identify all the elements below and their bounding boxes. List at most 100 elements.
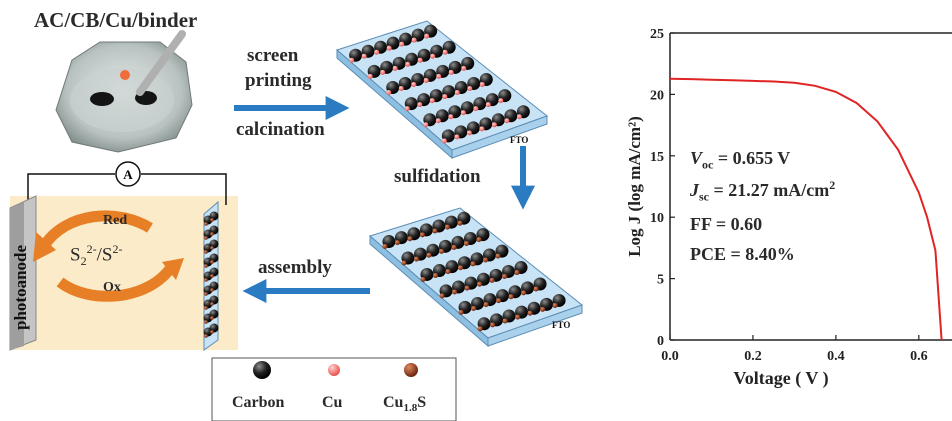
plate2-small-particle	[438, 248, 444, 254]
electrode-cus-particle	[204, 292, 208, 296]
plate1-small-particle	[466, 130, 472, 136]
cell-schematic: A photoanode	[9, 161, 238, 351]
plate1-small-particle	[404, 106, 410, 112]
black-paste-left	[90, 92, 114, 106]
plate1-small-particle	[367, 73, 373, 79]
plate1-small-particle	[461, 65, 467, 71]
x-tick-label: 0.0	[661, 349, 679, 364]
legend-carbon-label: Carbon	[232, 394, 285, 411]
plate2-small-particle	[552, 302, 558, 308]
plate2-small-particle	[401, 260, 407, 266]
plate2-small-particle	[471, 305, 477, 311]
plate2-small-particle	[496, 298, 502, 304]
electrode-cus-particle	[210, 218, 214, 222]
plate2-small-particle	[445, 269, 451, 275]
plate1-small-particle	[411, 81, 417, 87]
copper-powder	[120, 70, 130, 80]
legend-cu-marker	[328, 364, 340, 376]
plate2-small-particle	[419, 232, 425, 238]
step-printing-label: printing	[245, 70, 312, 91]
photoanode-label: photoanode	[11, 245, 30, 330]
plate2-small-particle	[407, 236, 413, 242]
plate2-small-particle	[489, 277, 495, 283]
plate2-small-particle	[451, 244, 457, 250]
plate2-small-particle	[444, 224, 450, 230]
plate1-small-particle	[386, 90, 392, 96]
plate1-small-particle	[429, 98, 435, 104]
plate2-small-particle	[394, 240, 400, 246]
plate2-small-particle	[439, 293, 445, 299]
plate1-small-particle	[448, 114, 454, 120]
red-label: Red	[103, 213, 128, 228]
plate1-small-particle	[454, 134, 460, 140]
plate1-small-particle	[460, 110, 466, 116]
electrode-cus-particle	[204, 278, 208, 282]
plate1-small-particle	[441, 138, 447, 144]
plate1-small-particle	[473, 106, 479, 112]
x-tick-label: 0.2	[744, 349, 762, 364]
plate1-small-particle	[392, 65, 398, 71]
plate2-small-particle	[490, 322, 496, 328]
plate2-small-particle	[521, 290, 527, 296]
plate2-small-particle	[508, 294, 514, 300]
legend-carbon-marker	[253, 361, 271, 379]
plate1-small-particle	[436, 73, 442, 79]
step-sulfidation-label: sulfidation	[394, 166, 481, 187]
electrode-cus-particle	[210, 246, 214, 250]
plate1-small-particle	[442, 94, 448, 100]
legend-cu-label: Cu	[322, 394, 343, 411]
y-tick-label: 25	[650, 27, 664, 42]
plate2-small-particle	[477, 281, 483, 287]
plate1-small-particle	[504, 118, 510, 124]
ox-label: Ox	[103, 280, 121, 295]
plate1-small-particle	[448, 69, 454, 75]
plate2-small-particle	[514, 270, 520, 276]
plate2-small-particle	[502, 318, 508, 324]
plate2-small-particle	[495, 253, 501, 259]
circuit-wire-right	[141, 173, 227, 205]
plate2-small-particle	[458, 309, 464, 315]
electrode-cus-particle	[210, 274, 214, 278]
plate1-small-particle	[423, 122, 429, 128]
metric-jsc: Jsc = 21.27 mA/cm2	[690, 178, 836, 204]
plate2-small-particle	[432, 273, 438, 279]
plate2-small-particle	[527, 310, 533, 316]
ammeter-label: A	[123, 167, 133, 182]
electrode-cus-particle	[204, 320, 208, 324]
plate1-small-particle	[424, 33, 430, 39]
plate2-small-particle	[457, 265, 463, 271]
mortar-photo	[55, 30, 193, 153]
plate2-small-particle	[470, 261, 476, 267]
electrode-cus-particle	[204, 306, 208, 310]
fto-plate-cus: FTO	[368, 207, 584, 348]
electrode-cus-particle	[204, 236, 208, 240]
plate2-small-particle	[452, 289, 458, 295]
y-tick-label: 15	[650, 150, 664, 165]
plate2-small-particle	[432, 228, 438, 234]
plate1-small-particle	[435, 118, 441, 124]
fto-plate-cu: FTO	[336, 20, 549, 160]
plate2-small-particle	[382, 244, 388, 250]
plate1-small-particle	[442, 49, 448, 55]
plate2-small-particle	[413, 256, 419, 262]
step-screen-label: screen	[247, 45, 299, 66]
plate1-small-particle	[399, 41, 405, 47]
electrode-cus-particle	[204, 250, 208, 254]
plate1-small-particle	[349, 57, 355, 63]
x-tick-label: 0.4	[827, 349, 845, 364]
plate1-small-particle	[430, 53, 436, 59]
plate1-small-particle	[516, 114, 522, 120]
plate1-small-particle	[386, 45, 392, 51]
plate2-small-particle	[463, 241, 469, 247]
plate1-small-particle	[423, 77, 429, 83]
plate1-small-particle	[361, 53, 367, 59]
plate1-small-particle	[417, 102, 423, 108]
legend-cus-marker	[404, 363, 418, 377]
plate2-small-particle	[502, 273, 508, 279]
plate2-small-particle	[477, 326, 483, 332]
fto-label-bottom: FTO	[552, 320, 570, 330]
plate1-small-particle	[454, 90, 460, 96]
y-tick-label: 0	[657, 334, 664, 349]
curl-top	[39, 210, 153, 250]
